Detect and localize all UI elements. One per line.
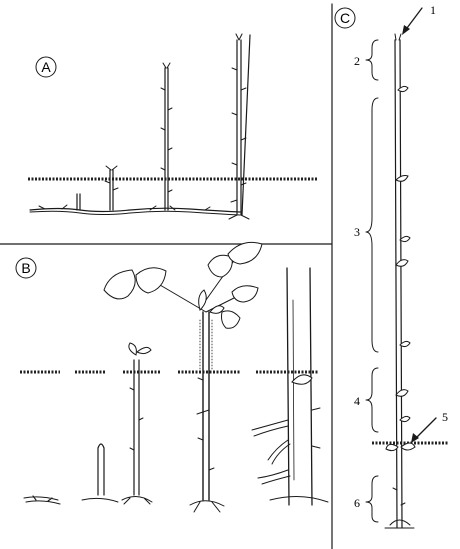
panel-b-leaf-2 <box>136 268 166 293</box>
annotation-5: 5 <box>442 410 448 424</box>
panel-b-stage-5 <box>252 268 328 505</box>
panel-b-leaf-3 <box>208 255 232 277</box>
brace-3 <box>366 98 378 352</box>
brace-2 <box>366 40 378 80</box>
panel-b-stage-4 <box>104 242 262 512</box>
panel-b-leaf-4 <box>228 242 262 264</box>
panel-b-leaf-6 <box>222 311 241 328</box>
brace-6 <box>366 476 378 522</box>
panel-a-shoot-3 <box>229 34 250 219</box>
annotation-1: 1 <box>430 3 436 17</box>
panel-b-stage-2 <box>82 444 118 502</box>
arrow-1 <box>402 8 422 35</box>
annotation-3: 3 <box>354 225 360 239</box>
annotation-2: 2 <box>354 54 360 68</box>
panel-a-label: A <box>41 59 51 75</box>
panel-c-stem <box>385 34 415 528</box>
brace-4 <box>366 368 378 432</box>
annotation-6: 6 <box>354 496 360 510</box>
panel-c-label: C <box>340 10 350 26</box>
panel-b-leaf-5 <box>232 286 258 302</box>
panel-a: A <box>28 34 318 219</box>
panel-a-shoot-1 <box>105 166 118 210</box>
panel-a-stub <box>77 194 80 210</box>
panel-b-stage-3 <box>122 343 152 504</box>
panel-c: C <box>335 3 448 528</box>
panel-b-label: B <box>21 260 30 276</box>
panel-a-shoot-2 <box>161 63 172 210</box>
panel-b-leaf-1 <box>104 270 135 299</box>
arrow-5 <box>411 418 436 443</box>
annotation-4: 4 <box>354 394 360 408</box>
panel-b: B <box>16 242 328 512</box>
panel-b-stage-1 <box>24 496 60 504</box>
